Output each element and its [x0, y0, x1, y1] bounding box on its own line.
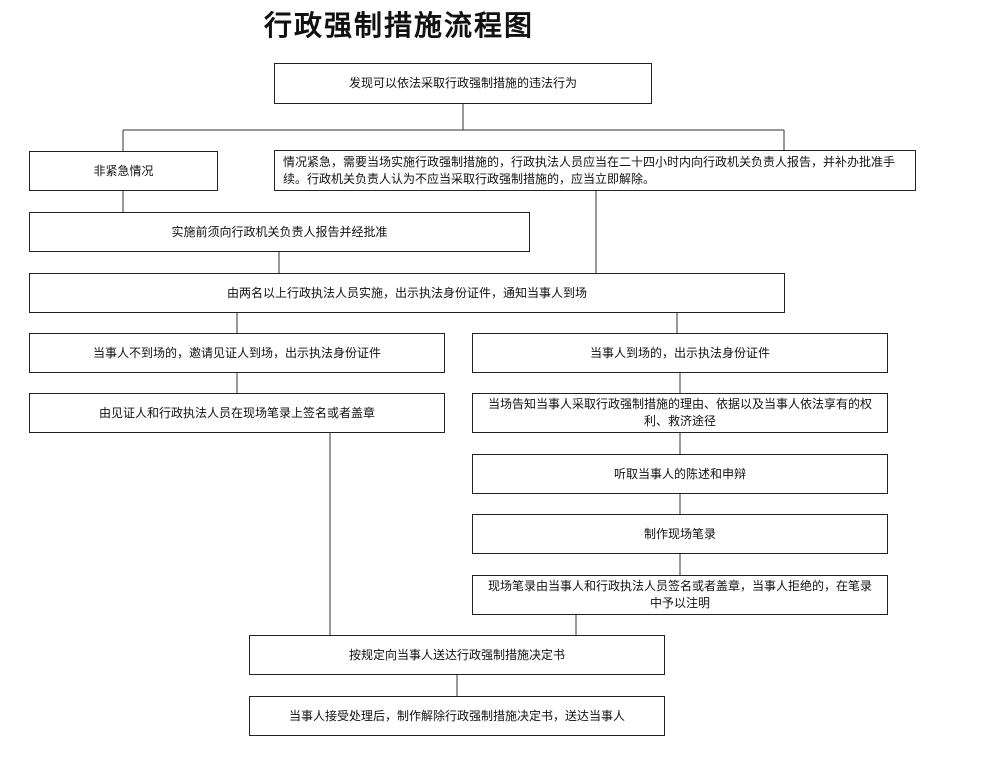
node-violation-found: 发现可以依法采取行政强制措施的违法行为: [274, 63, 652, 104]
node-hear-statement: 听取当事人的陈述和申辩: [472, 454, 888, 494]
node-party-present: 当事人到场的，出示执法身份证件: [472, 333, 888, 373]
page-title: 行政强制措施流程图: [263, 9, 534, 42]
node-deliver-decision: 按规定向当事人送达行政强制措施决定书: [249, 635, 665, 675]
node-inform-rights: 当场告知当事人采取行政强制措施的理由、依据以及当事人依法享有的权利、救济途径: [472, 393, 888, 433]
node-witness-sign: 由见证人和行政执法人员在现场笔录上签名或者盖章: [29, 393, 445, 433]
node-make-record: 制作现场笔录: [472, 514, 888, 554]
node-record-signed: 现场笔录由当事人和行政执法人员签名或者盖章，当事人拒绝的，在笔录中予以注明: [472, 575, 888, 615]
node-release-decision: 当事人接受处理后，制作解除行政强制措施决定书，送达当事人: [249, 696, 665, 736]
node-report-approval: 实施前须向行政机关负责人报告并经批准: [29, 212, 530, 252]
node-non-urgent: 非紧急情况: [29, 151, 218, 191]
node-two-officers: 由两名以上行政执法人员实施，出示执法身份证件，通知当事人到场: [29, 273, 785, 313]
node-party-absent: 当事人不到场的，邀请见证人到场，出示执法身份证件: [29, 333, 445, 373]
node-urgent: 情况紧急，需要当场实施行政强制措施的，行政执法人员应当在二十四小时内向行政机关负…: [274, 150, 916, 191]
